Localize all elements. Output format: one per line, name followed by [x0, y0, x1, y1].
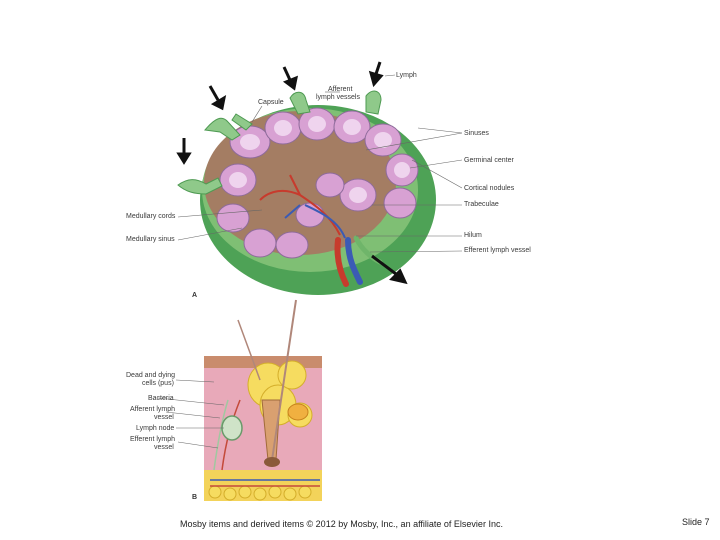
label-afferent: Afferent	[328, 86, 353, 93]
label-lymph-node-b: Lymph node	[136, 425, 175, 432]
label-efferent-lymph-vessel: Efferent lymph vessel	[464, 247, 531, 254]
label-bacteria: Bacteria	[148, 395, 174, 402]
label-medullary-sinus: Medullary sinus	[126, 236, 175, 243]
label-hilum: Hilum	[464, 232, 482, 239]
label-afferent-b-2: vessel	[154, 414, 174, 421]
hair-follicle	[237, 299, 297, 467]
panel-letter-b: B	[192, 494, 198, 501]
label-dead-cells-2: cells (pus)	[142, 380, 174, 387]
label-medullary-cords: Medullary cords	[126, 213, 176, 220]
leader-lines-b	[157, 379, 225, 449]
label-efferent-b-1: Efferent lymph	[130, 436, 176, 443]
label-lymph-vessels: lymph vessels	[316, 94, 360, 101]
copyright-footer: Mosby items and derived items © 2012 by …	[180, 519, 503, 529]
flow-arrows	[176, 61, 408, 285]
label-sinuses: Sinuses	[464, 130, 489, 137]
label-trabeculae: Trabeculae	[464, 201, 499, 208]
internal-vessels	[259, 174, 346, 239]
leader-lines	[177, 74, 463, 253]
label-dead-cells-1: Dead and dying	[126, 372, 176, 379]
label-cortical-nodules: Cortical nodules	[464, 185, 515, 192]
label-afferent-b-1: Afferent lymph	[130, 406, 176, 413]
afferent-vessels	[177, 90, 382, 195]
germinal-centers	[229, 116, 410, 203]
pus-abscess	[287, 403, 309, 421]
label-efferent-b-2: vessel	[154, 444, 174, 451]
label-lymph: Lymph	[396, 72, 417, 79]
panel-letter-a: A	[192, 292, 198, 299]
label-capsule: Capsule	[258, 99, 284, 106]
label-germinal-center: Germinal center	[464, 157, 514, 164]
lymph-vessels-b	[210, 399, 320, 487]
slide-number: Slide 7	[682, 517, 710, 527]
